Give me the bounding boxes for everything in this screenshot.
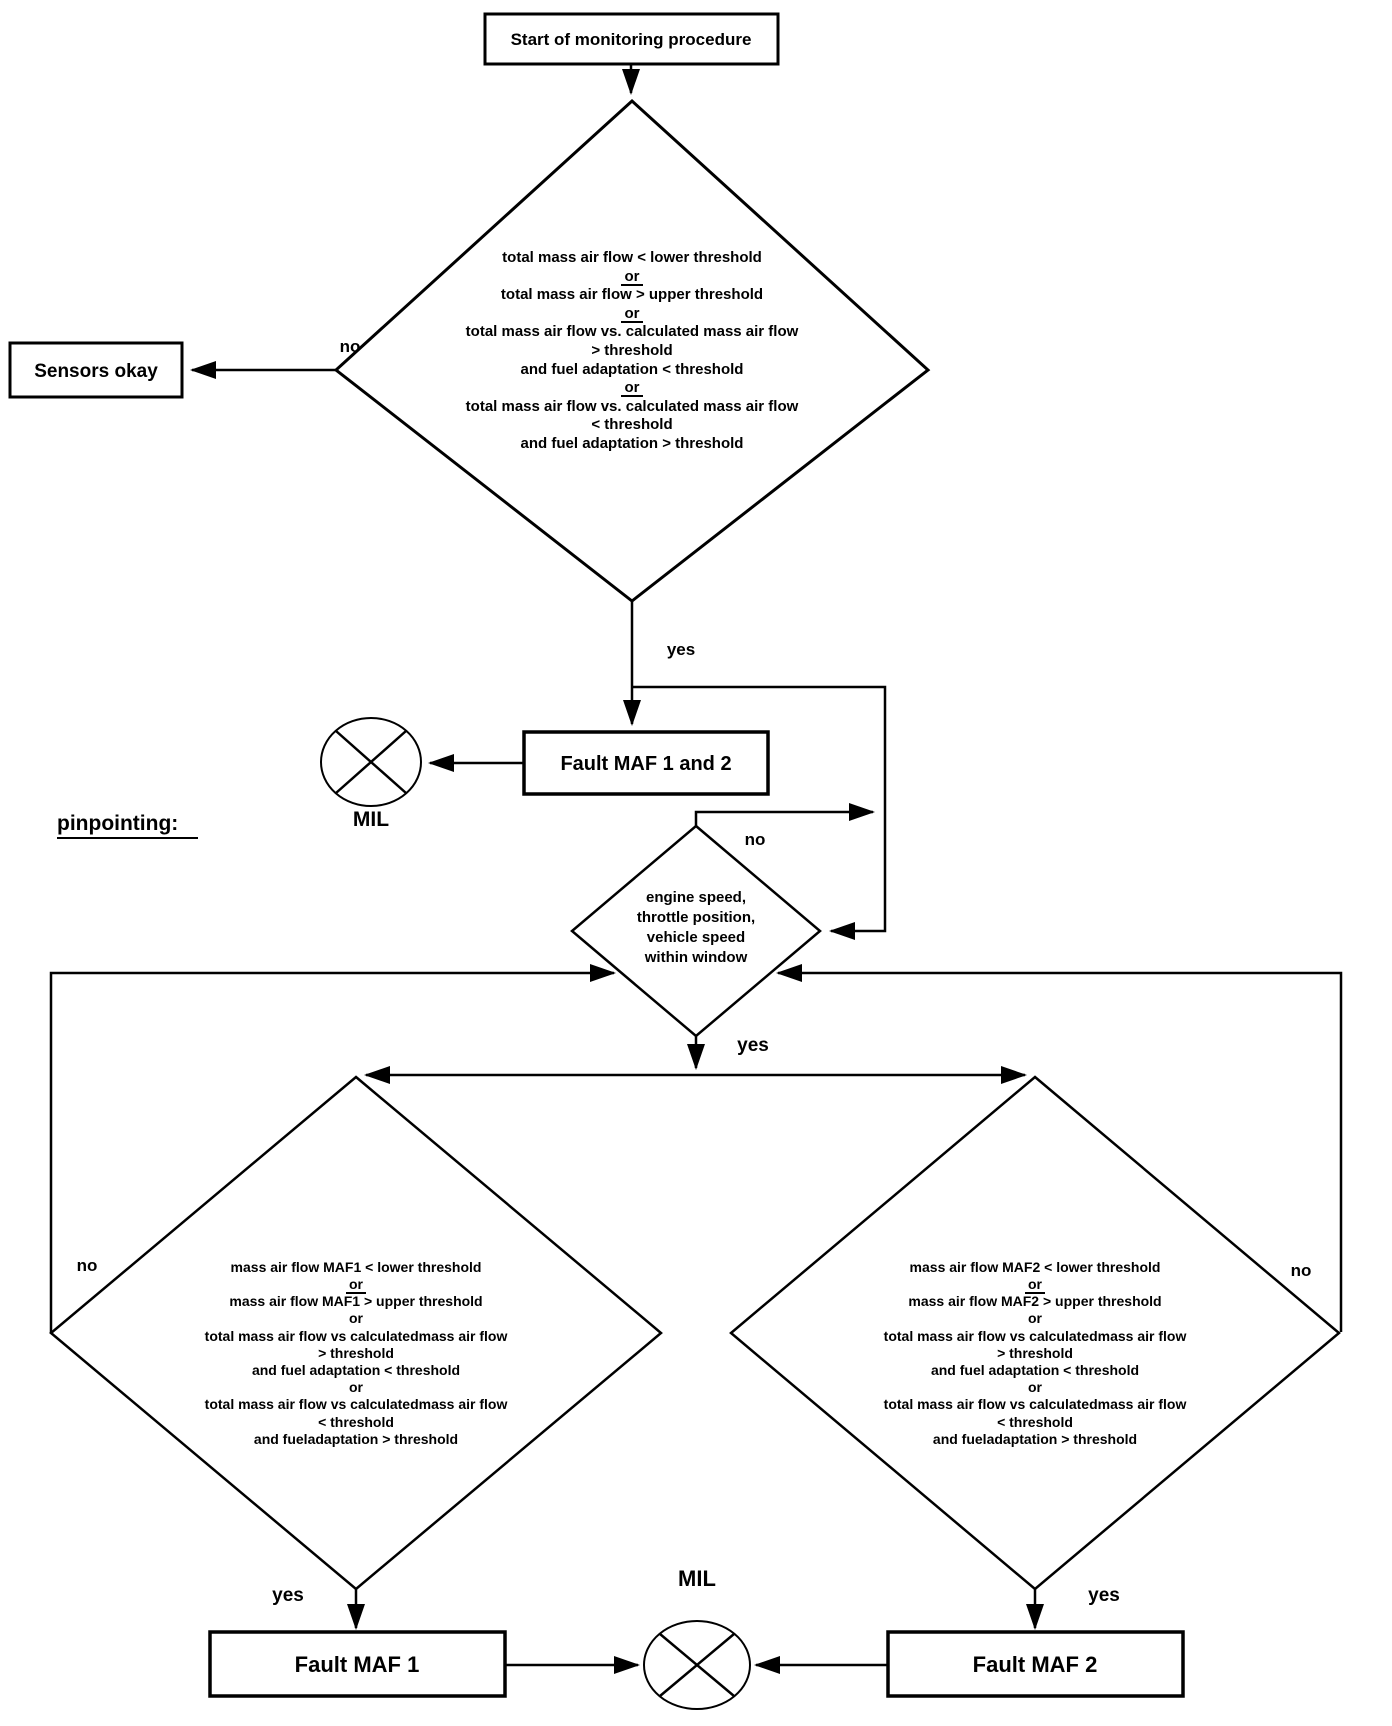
sensors-okay-label: Sensors okay [34, 361, 158, 382]
label-no-maf2: no [1291, 1261, 1312, 1280]
label-no-window: no [745, 830, 766, 849]
decision-total-line: < threshold [591, 416, 672, 433]
decision-maf1-line: total mass air flow vs calculatedmass ai… [205, 1396, 508, 1412]
decision-maf1-line: and fueladaptation > threshold [254, 1431, 458, 1447]
fault-maf2-label: Fault MAF 2 [973, 1652, 1098, 1677]
decision-maf1-line: total mass air flow vs calculatedmass ai… [205, 1328, 508, 1344]
mil-cross-icon [659, 1633, 735, 1697]
decision-maf2-line: total mass air flow vs calculatedmass ai… [884, 1328, 1187, 1344]
decision-total-line: and fuel adaptation > threshold [521, 435, 744, 452]
mil-label-top: MIL [353, 808, 389, 831]
decision-maf2-or: or [1028, 1310, 1043, 1326]
label-yes-maf2: yes [1088, 1585, 1120, 1606]
decision-maf2-line: < threshold [997, 1414, 1073, 1430]
label-yes-window: yes [737, 1035, 769, 1056]
decision-maf2-line: and fuel adaptation < threshold [931, 1362, 1139, 1378]
decision-total-or: or [625, 379, 640, 396]
decision-window-line: within window [644, 949, 748, 966]
decision-window-line: throttle position, [637, 909, 755, 926]
decision-maf1-or: or [349, 1379, 364, 1395]
decision-total-line: total mass air flow > upper threshold [501, 286, 763, 303]
decision-total-line: total mass air flow < lower threshold [502, 249, 762, 266]
mil-label-bottom: MIL [678, 1566, 716, 1591]
decision-maf1-line: and fuel adaptation < threshold [252, 1362, 460, 1378]
decision-window: engine speed, throttle position, vehicle… [570, 824, 822, 1038]
pinpointing-label: pinpointing: [57, 812, 178, 835]
decision-maf2-line: mass air flow MAF2 > upper threshold [908, 1293, 1161, 1309]
mil-lamp-bottom [643, 1620, 751, 1710]
sensors-okay-box [8, 341, 184, 399]
decision-window-line: engine speed, [646, 889, 746, 906]
edge-maf1-no-return [49, 964, 616, 1333]
label-yes-total: yes [667, 640, 695, 659]
decision-maf1-line: mass air flow MAF1 < lower threshold [231, 1259, 482, 1275]
mil-circle-icon [643, 1620, 751, 1710]
edge-yes-bypass-to-window [632, 685, 887, 940]
decision-maf1-line: mass air flow MAF1 > upper threshold [229, 1293, 482, 1309]
mil-cross-icon [335, 730, 407, 794]
decision-maf1-line: > threshold [318, 1345, 394, 1361]
decision-maf2-line: total mass air flow vs calculatedmass ai… [884, 1396, 1187, 1412]
decision-maf1-or: or [349, 1310, 364, 1326]
mil-circle-icon [320, 717, 422, 807]
label-no-maf1: no [77, 1256, 98, 1275]
decision-window-line: vehicle speed [647, 929, 745, 946]
label-no-sensors: no [340, 337, 361, 356]
label-yes-maf1: yes [272, 1585, 304, 1606]
decision-total-line: and fuel adaptation < threshold [521, 361, 744, 378]
decision-maf1-or: or [349, 1276, 364, 1292]
decision-total-line: total mass air flow vs. calculated mass … [466, 323, 799, 340]
fault-maf1-node: Fault MAF 1 [208, 1630, 507, 1698]
fault-maf12-label: Fault MAF 1 and 2 [560, 753, 731, 775]
decision-total-line: total mass air flow vs. calculated mass … [466, 398, 799, 415]
decision-total-line: > threshold [591, 342, 672, 359]
edge-window-no-loop [694, 803, 875, 826]
decision-maf1: mass air flow MAF1 < lower threshold or … [49, 1075, 663, 1591]
fault-maf12-node: Fault MAF 1 and 2 [522, 730, 770, 796]
edge-maf2-no-return [776, 964, 1343, 1332]
mil-lamp-top: MIL [320, 717, 422, 831]
decision-total-or: or [625, 268, 640, 285]
decision-total-or: or [625, 305, 640, 322]
decision-maf1-line: < threshold [318, 1414, 394, 1430]
fault-maf2-node: Fault MAF 2 [886, 1630, 1185, 1698]
decision-maf2-or: or [1028, 1276, 1043, 1292]
decision-total-airflow: total mass air flow < lower threshold or… [333, 98, 931, 603]
decision-maf2: mass air flow MAF2 < lower threshold or … [729, 1075, 1341, 1591]
decision-maf2-or: or [1028, 1379, 1043, 1395]
sensors-okay-node: Sensors okay [8, 341, 184, 399]
start-node: Start of monitoring procedure [483, 12, 780, 66]
start-label: Start of monitoring procedure [511, 30, 752, 49]
fault-maf1-label: Fault MAF 1 [295, 1652, 420, 1677]
decision-maf2-line: > threshold [997, 1345, 1073, 1361]
decision-maf2-line: mass air flow MAF2 < lower threshold [910, 1259, 1161, 1275]
decision-maf2-line: and fueladaptation > threshold [933, 1431, 1137, 1447]
